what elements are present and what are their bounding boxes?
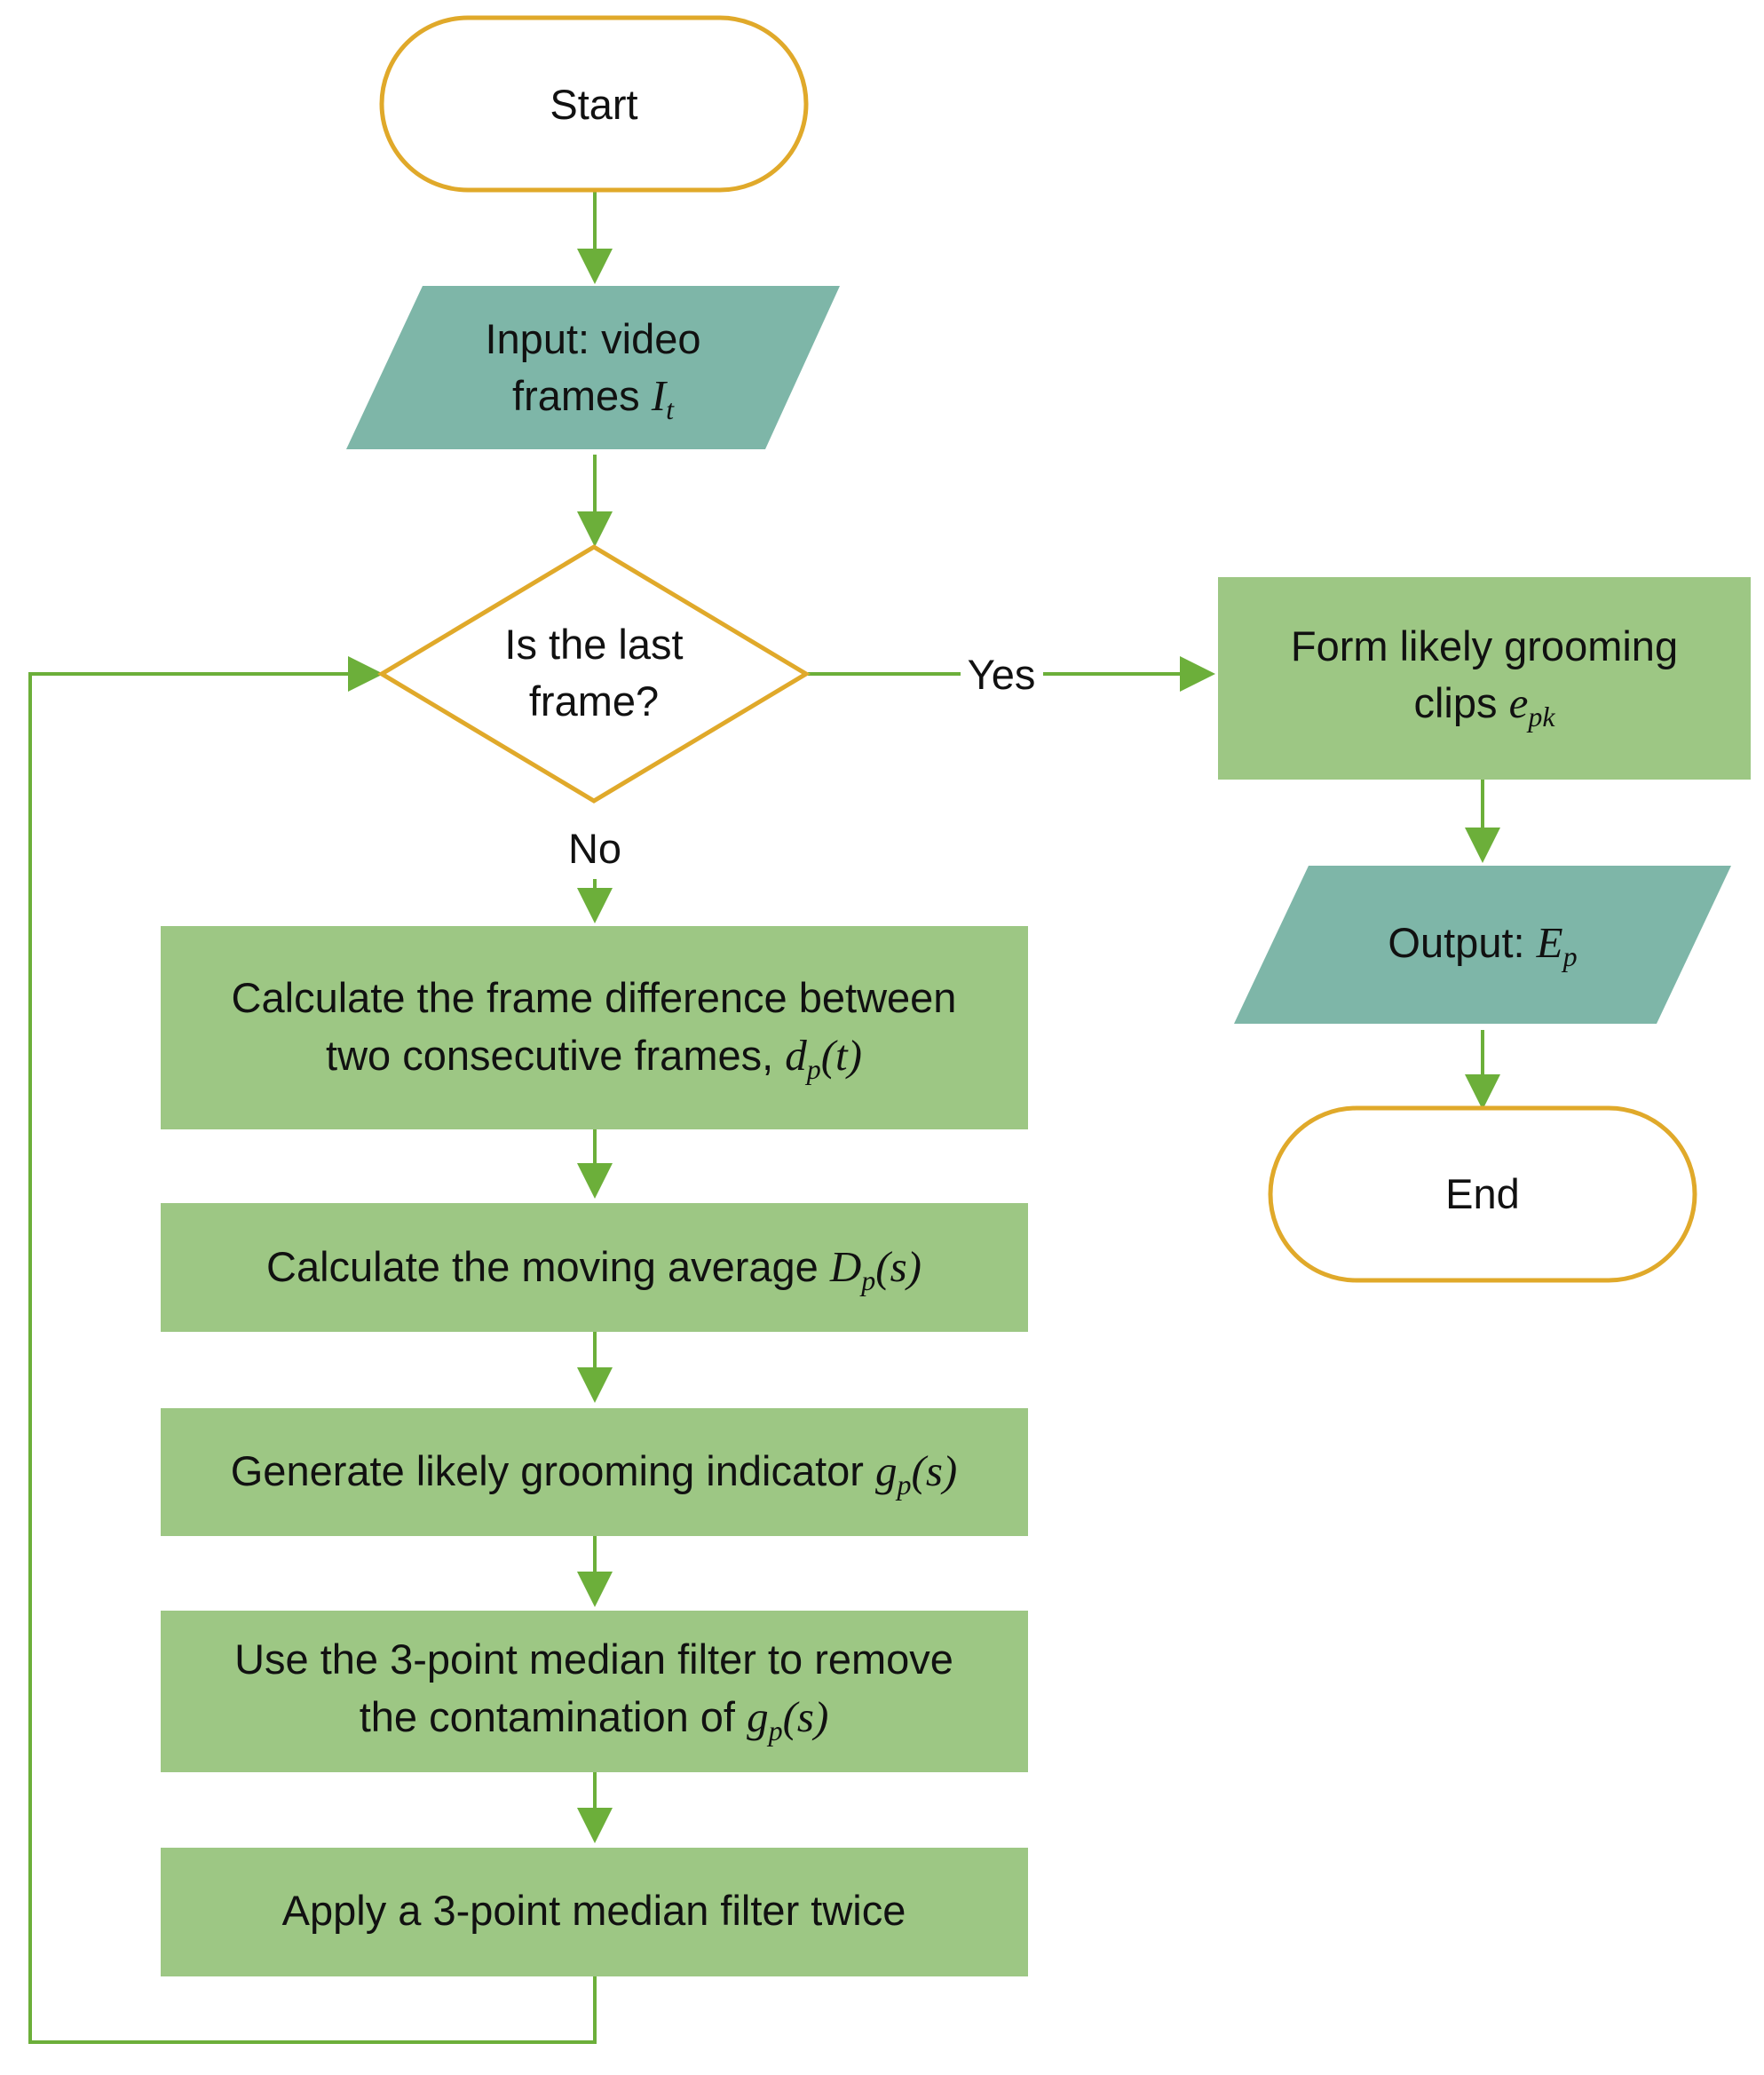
form-clips-shape <box>1218 577 1751 780</box>
median-filter-line2: the contamination of gp(s) <box>360 1692 829 1746</box>
end-label: End <box>1445 1170 1520 1217</box>
median-filter-line2-text: the contamination of <box>360 1693 747 1740</box>
input-line1: Input: video <box>485 315 700 362</box>
median-filter-twice-label: Apply a 3-point median filter twice <box>282 1887 906 1934</box>
frame-difference-math-var: d <box>785 1031 807 1080</box>
process-frame-difference: Calculate the frame difference between t… <box>161 926 1028 1129</box>
input-node: Input: video frames It <box>346 286 840 449</box>
end-shape <box>1268 1105 1697 1283</box>
frame-difference-math-sub: p <box>805 1053 821 1085</box>
input-line2-text: frames <box>512 372 652 419</box>
output-math-var: E <box>1536 918 1563 967</box>
grooming-indicator-math-var: g <box>875 1446 898 1495</box>
start-shape <box>379 15 809 193</box>
moving-average-text: Calculate the moving average <box>266 1243 830 1290</box>
grooming-indicator-label: Generate likely grooming indicator gp(s) <box>231 1446 957 1501</box>
form-clips-line1: Form likely grooming <box>1291 622 1678 669</box>
median-filter-shape <box>161 1611 1028 1772</box>
start-label: Start <box>550 81 637 128</box>
form-clips-math-var: e <box>1509 678 1529 727</box>
moving-average-label: Calculate the moving average Dp(s) <box>266 1242 922 1296</box>
moving-average-math-var: D <box>829 1242 861 1291</box>
median-filter-math-tail: (s) <box>783 1692 829 1741</box>
decision-line1: Is the last <box>504 621 683 668</box>
output-label: Output: Ep <box>1388 918 1577 972</box>
grooming-indicator-shape <box>161 1408 1028 1536</box>
input-math-sub: t <box>666 393 675 425</box>
edge-label-no: No <box>568 825 621 872</box>
output-node: Output: Ep <box>1234 866 1731 1024</box>
edge-label-yes: Yes <box>968 651 1036 698</box>
output-text: Output: <box>1388 919 1536 966</box>
grooming-indicator-math-tail: (s) <box>912 1446 958 1495</box>
decision-line2: frame? <box>529 677 659 725</box>
output-shape <box>1234 866 1731 1024</box>
median-filter-line1: Use the 3-point median filter to remove <box>234 1635 953 1683</box>
form-clips-line2: clips epk <box>1413 678 1555 733</box>
input-line2: frames It <box>512 371 675 425</box>
median-filter-math-var: g <box>747 1692 769 1741</box>
decision-shape <box>377 544 811 804</box>
end-node: End <box>1268 1105 1697 1283</box>
moving-average-math-sub: p <box>859 1264 875 1296</box>
grooming-indicator-text: Generate likely grooming indicator <box>231 1447 875 1494</box>
input-math-var: I <box>651 371 668 420</box>
process-form-clips: Form likely grooming clips epk <box>1218 577 1751 780</box>
median-filter-math-sub: p <box>767 1715 783 1746</box>
frame-difference-line2-text: two consecutive frames, <box>326 1032 785 1079</box>
grooming-indicator-math-sub: p <box>896 1469 912 1501</box>
connectors <box>28 192 1500 2044</box>
moving-average-shape <box>161 1203 1028 1332</box>
median-filter-twice-shape <box>161 1848 1028 1976</box>
start-node: Start <box>379 15 809 193</box>
form-clips-line2-text: clips <box>1413 679 1508 726</box>
output-math-sub: p <box>1562 940 1578 972</box>
frame-difference-shape <box>161 926 1028 1129</box>
input-shape <box>346 286 840 449</box>
loop-back-arrow <box>28 656 597 2044</box>
form-clips-math-sub: pk <box>1526 701 1555 733</box>
decision-node: Is the last frame? <box>377 544 811 804</box>
frame-difference-line2: two consecutive frames, dp(t) <box>326 1031 862 1085</box>
frame-difference-math-tail: (t) <box>821 1031 862 1080</box>
process-median-filter-twice: Apply a 3-point median filter twice <box>161 1848 1028 1976</box>
process-median-filter: Use the 3-point median filter to remove … <box>161 1611 1028 1772</box>
process-moving-average: Calculate the moving average Dp(s) <box>161 1203 1028 1332</box>
frame-difference-line1: Calculate the frame difference between <box>232 974 957 1021</box>
process-grooming-indicator: Generate likely grooming indicator gp(s) <box>161 1408 1028 1536</box>
moving-average-math-tail: (s) <box>875 1242 922 1291</box>
